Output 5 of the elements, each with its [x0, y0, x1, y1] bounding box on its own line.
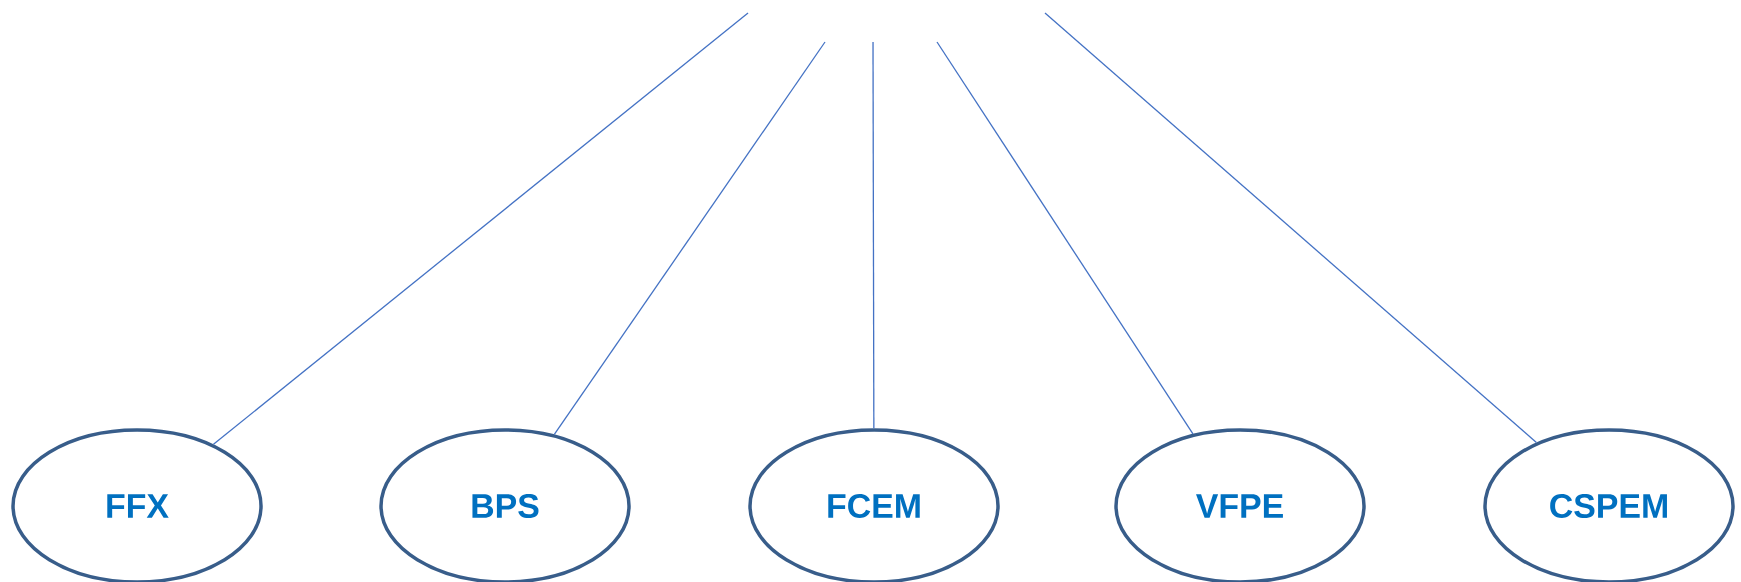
line	[553, 41, 826, 436]
line	[1044, 12, 1538, 444]
line	[872, 41, 875, 429]
line	[212, 12, 749, 445]
line	[936, 41, 1194, 435]
